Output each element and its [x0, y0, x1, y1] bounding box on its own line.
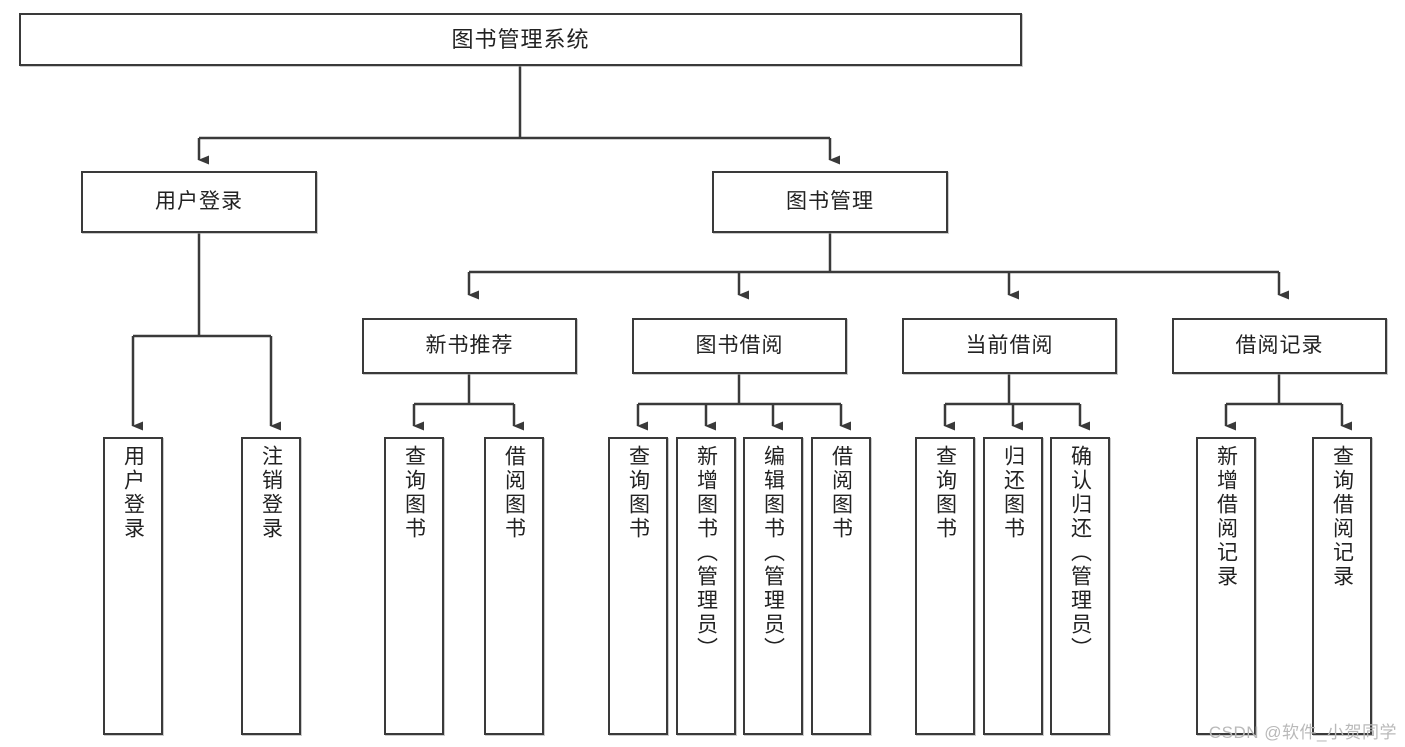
node-book-management[interactable]: 图书管理 — [712, 171, 948, 233]
node-leaf-query-borrow-record[interactable]: 查询借阅记录 — [1312, 437, 1372, 735]
node-label: 编辑图书（管理员） — [761, 445, 785, 661]
node-leaf-edit-book-admin[interactable]: 编辑图书（管理员） — [743, 437, 803, 735]
node-leaf-logout[interactable]: 注销登录 — [241, 437, 301, 735]
node-borrow-record[interactable]: 借阅记录 — [1172, 318, 1387, 374]
node-label: 新增借阅记录 — [1214, 445, 1238, 589]
node-label: 查询图书 — [626, 445, 650, 541]
node-label: 注销登录 — [259, 445, 283, 541]
node-leaf-query-book-current[interactable]: 查询图书 — [915, 437, 975, 735]
node-label: 借阅图书 — [829, 445, 853, 541]
node-label: 确认归还（管理员） — [1068, 445, 1092, 661]
node-leaf-return-book[interactable]: 归还图书 — [983, 437, 1043, 735]
node-label: 图书借阅 — [695, 333, 784, 357]
node-leaf-query-book-recommend[interactable]: 查询图书 — [384, 437, 444, 735]
csdn-watermark: CSDN @软件_小贺同学 — [1208, 723, 1397, 742]
node-new-book-recommend[interactable]: 新书推荐 — [362, 318, 577, 374]
node-leaf-borrow-book-recommend[interactable]: 借阅图书 — [484, 437, 544, 735]
node-user-login[interactable]: 用户登录 — [81, 171, 317, 233]
node-root-system[interactable]: 图书管理系统 — [19, 13, 1022, 66]
node-leaf-confirm-return-admin[interactable]: 确认归还（管理员） — [1050, 437, 1110, 735]
node-book-borrow[interactable]: 图书借阅 — [632, 318, 847, 374]
node-label: 图书管理 — [786, 189, 874, 213]
node-label: 查询借阅记录 — [1330, 445, 1354, 589]
node-leaf-add-borrow-record[interactable]: 新增借阅记录 — [1196, 437, 1256, 735]
node-current-borrow[interactable]: 当前借阅 — [902, 318, 1117, 374]
node-label: 用户登录 — [121, 445, 145, 541]
node-label: 查询图书 — [402, 445, 426, 541]
node-label: 归还图书 — [1001, 445, 1025, 541]
node-leaf-user-login[interactable]: 用户登录 — [103, 437, 163, 735]
node-label: 查询图书 — [933, 445, 957, 541]
node-label: 图书管理系统 — [451, 26, 590, 52]
node-label: 当前借阅 — [965, 333, 1054, 357]
node-label: 新书推荐 — [425, 333, 514, 357]
node-label: 借阅记录 — [1235, 333, 1324, 357]
node-leaf-query-book-borrow[interactable]: 查询图书 — [608, 437, 668, 735]
node-label: 用户登录 — [155, 189, 243, 213]
node-label: 新增图书（管理员） — [694, 445, 718, 661]
node-leaf-add-book-admin[interactable]: 新增图书（管理员） — [676, 437, 736, 735]
node-leaf-borrow-book[interactable]: 借阅图书 — [811, 437, 871, 735]
node-label: 借阅图书 — [502, 445, 526, 541]
